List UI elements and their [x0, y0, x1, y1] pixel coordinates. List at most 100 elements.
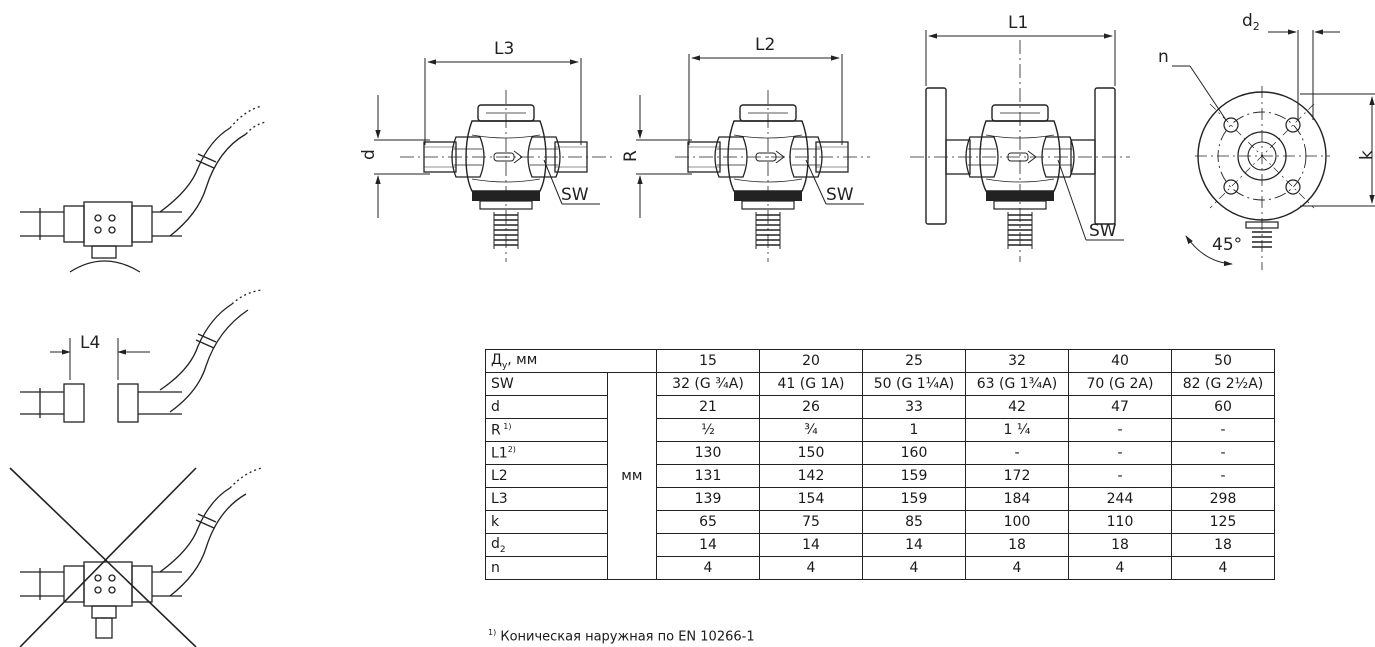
table-cell: 139: [656, 487, 760, 511]
table-cell: 110: [1068, 510, 1172, 534]
dim-l2-label: L2: [755, 35, 775, 55]
header-dn-cell: 20: [759, 349, 863, 373]
table-cell: 1 ¼: [965, 418, 1069, 442]
table-cell: 131: [656, 464, 760, 488]
table-cell: 18: [1068, 533, 1172, 557]
header-dn-cell: 40: [1068, 349, 1172, 373]
row-label: L2: [485, 464, 608, 488]
table-cell: 63 (G 1¾A): [965, 372, 1069, 396]
row-label: R 1): [485, 418, 608, 442]
table-cell: -: [1171, 441, 1275, 465]
table-cell: 82 (G 2½A): [1171, 372, 1275, 396]
table-cell: 14: [759, 533, 863, 557]
table-cell: 4: [1068, 556, 1172, 580]
dim-n-label: n: [1158, 47, 1169, 67]
table-cell: 160: [862, 441, 966, 465]
table-cell: 142: [759, 464, 863, 488]
table-cell: 4: [862, 556, 966, 580]
row-label: k: [485, 510, 608, 534]
table-cell: -: [965, 441, 1069, 465]
header-dn-cell: 32: [965, 349, 1069, 373]
table-cell: 1: [862, 418, 966, 442]
table-cell: 60: [1171, 395, 1275, 419]
table-cell: 42: [965, 395, 1069, 419]
table-cell: 100: [965, 510, 1069, 534]
table-cell: 21: [656, 395, 760, 419]
table-cell: 33: [862, 395, 966, 419]
table-cell: 85: [862, 510, 966, 534]
table-cell: 159: [862, 487, 966, 511]
table-cell: 75: [759, 510, 863, 534]
table-cell: 172: [965, 464, 1069, 488]
table-cell: 4: [1171, 556, 1275, 580]
table-cell: -: [1068, 464, 1172, 488]
dim-r-label: R: [621, 150, 641, 162]
table-cell: 244: [1068, 487, 1172, 511]
table-cell: 159: [862, 464, 966, 488]
table-cell: 184: [965, 487, 1069, 511]
table-cell: ¾: [759, 418, 863, 442]
install-sketch-l4: [20, 289, 263, 423]
table-cell: ½: [656, 418, 760, 442]
dim-d-label: d: [359, 149, 379, 160]
table-cell: -: [1068, 441, 1172, 465]
sw-label-3: SW: [1089, 221, 1117, 241]
table-cell: 18: [1171, 533, 1275, 557]
table-cell: 41 (G 1A): [759, 372, 863, 396]
table-cell: 47: [1068, 395, 1172, 419]
table-cell: -: [1171, 418, 1275, 442]
table-cell: 298: [1171, 487, 1275, 511]
row-label: L12): [485, 441, 608, 465]
table-cell: 4: [656, 556, 760, 580]
dim-l1-label: L1: [1008, 13, 1028, 33]
row-label: n: [485, 556, 608, 580]
install-sketch-wrong: [9, 467, 263, 647]
table-cell: -: [1171, 464, 1275, 488]
table-cell: 4: [965, 556, 1069, 580]
row-label: d: [485, 395, 608, 419]
table-cell: -: [1068, 418, 1172, 442]
table-cell: 18: [965, 533, 1069, 557]
sw-label-1: SW: [561, 185, 589, 205]
install-sketch-correct: [20, 105, 267, 273]
table-cell: 65: [656, 510, 760, 534]
dim-d2-label: d2: [1242, 11, 1260, 33]
table-header-row: Ду, мм 15 20 25 32 40 50: [485, 349, 1275, 373]
row-label: SW: [485, 372, 608, 396]
header-dn-cell: 15: [656, 349, 760, 373]
table-cell: 14: [656, 533, 760, 557]
footnote: 1) Коническая наружная по EN 10266-1: [488, 628, 755, 645]
valve-view-l2: [636, 54, 870, 262]
table-cell: 130: [656, 441, 760, 465]
row-label: L3: [485, 487, 608, 511]
table-cell: 26: [759, 395, 863, 419]
table-cell: 150: [759, 441, 863, 465]
row-label: d2: [485, 533, 608, 557]
header-dn-cell: 25: [862, 349, 966, 373]
table-cell: 154: [759, 487, 863, 511]
table-cell: 14: [862, 533, 966, 557]
valve-view-l3: [374, 58, 612, 262]
dim-l4-label: L4: [80, 333, 100, 353]
angle-label: 45°: [1212, 235, 1242, 255]
unit-cell: мм: [606, 372, 658, 580]
table-cell: 125: [1171, 510, 1275, 534]
header-dn-label: Ду, мм: [485, 349, 657, 373]
table-cell: 32 (G ¾A): [656, 372, 760, 396]
header-dn-cell: 50: [1171, 349, 1275, 373]
table-cell: 50 (G 1¼A): [862, 372, 966, 396]
flange-end-view: [1172, 29, 1375, 270]
dim-l3-label: L3: [494, 39, 514, 59]
dim-k-label: k: [1357, 150, 1375, 160]
